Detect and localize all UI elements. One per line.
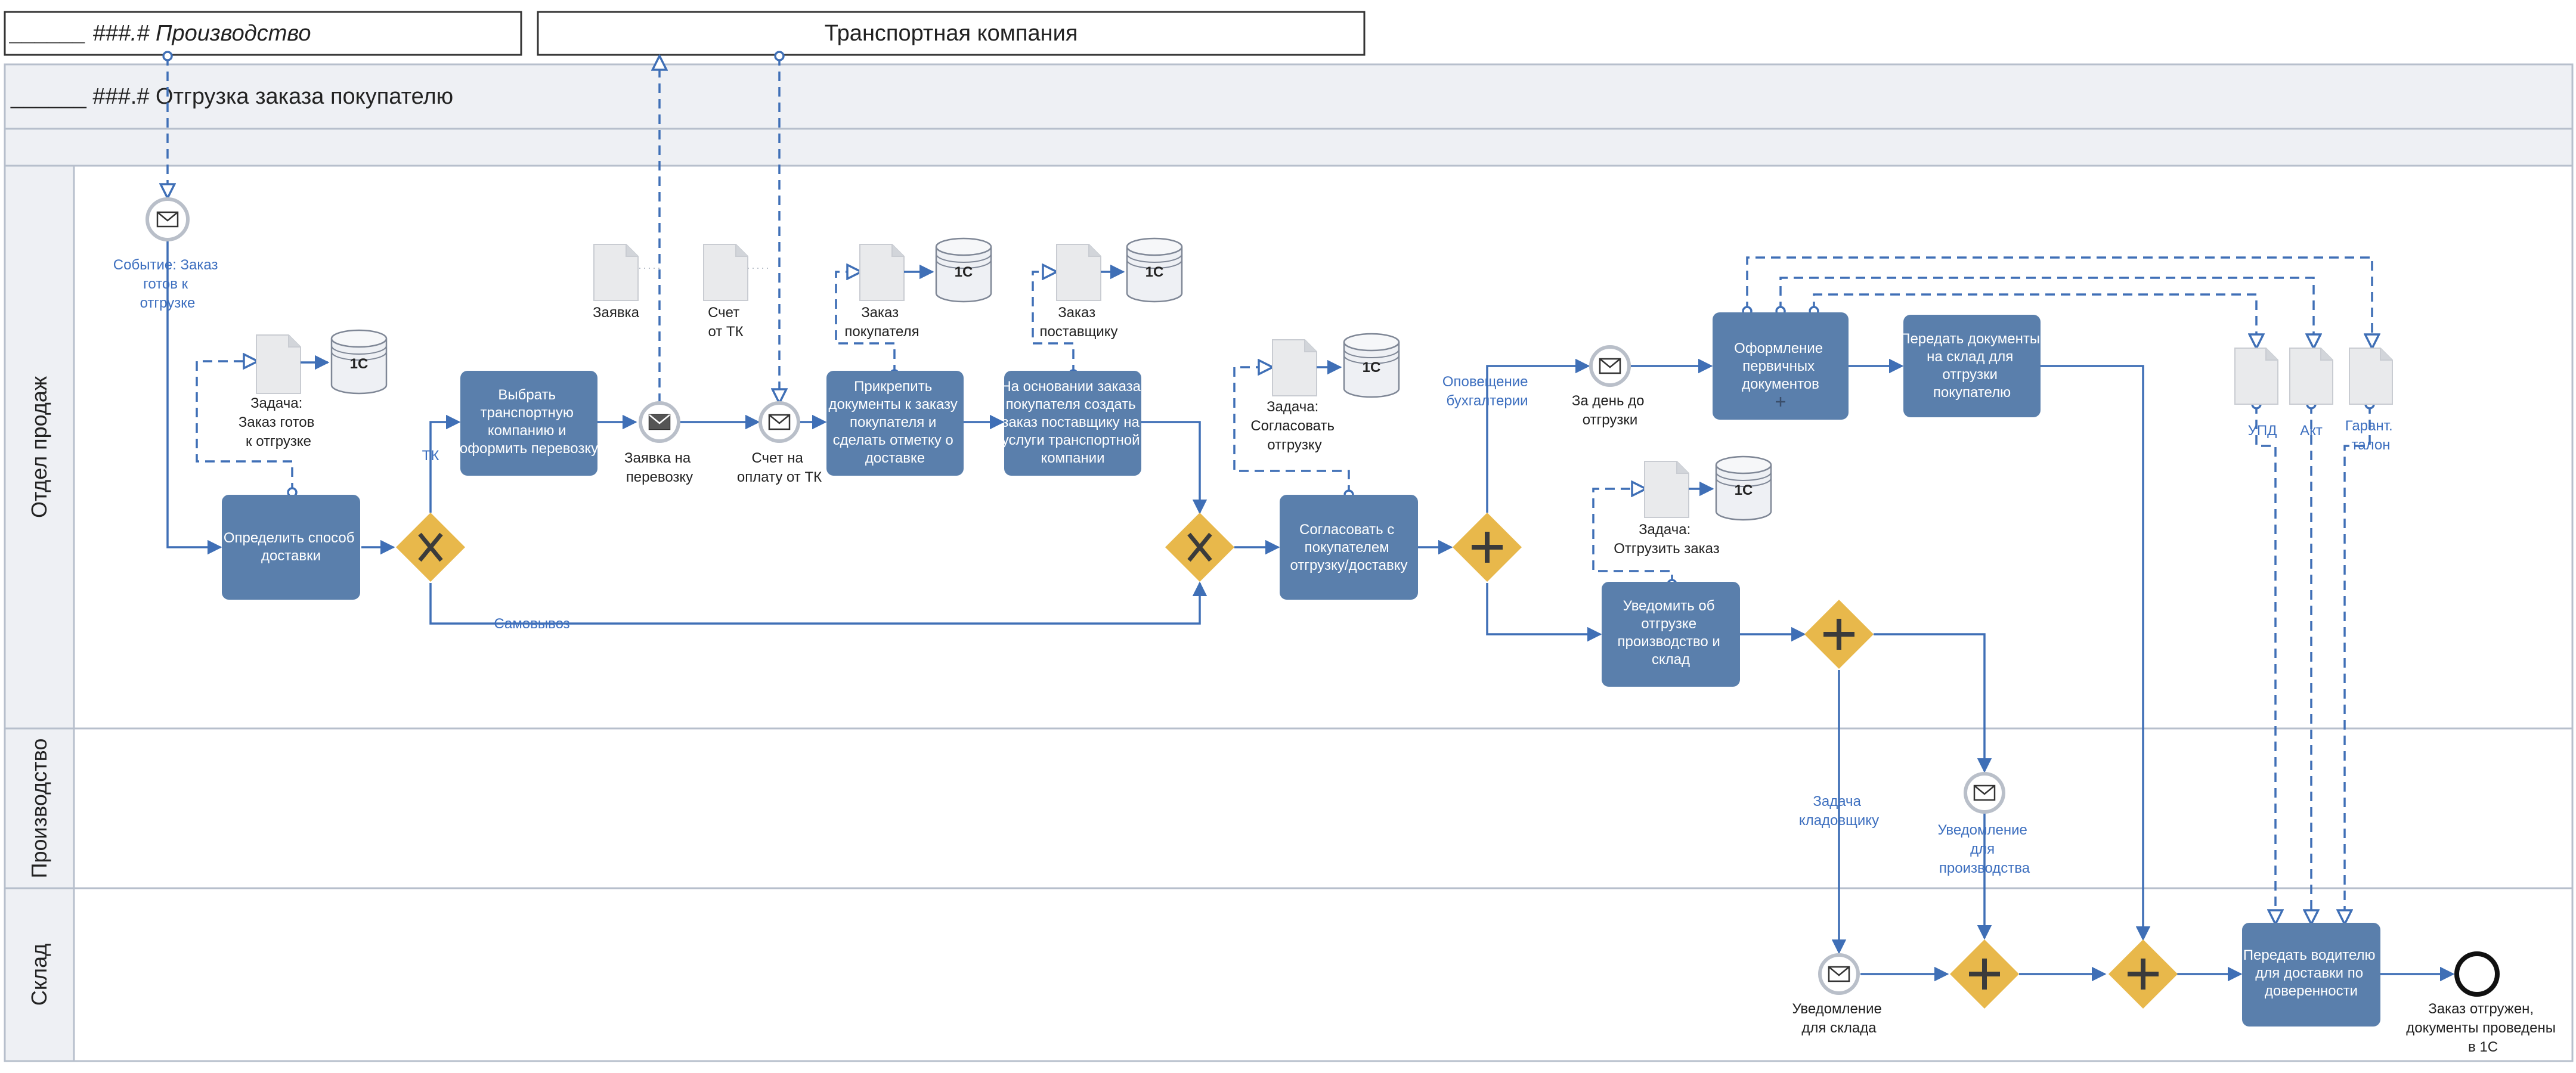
flow-label-pickup: Самовывоз — [494, 616, 569, 632]
database-label: 1С — [1145, 264, 1164, 280]
flow-labels: ТК Самовывоз Оповещение бухгалтерии Зада… — [422, 374, 1879, 829]
task-agree-shipment[interactable]: Согласовать с покупателем отгрузку/доста… — [1280, 495, 1418, 600]
document-customer-order: Заказ покупателя — [844, 244, 919, 340]
document-act: Акт — [2289, 348, 2333, 439]
database-label: 1С — [1735, 482, 1753, 498]
gateway-exclusive-merge[interactable] — [1165, 513, 1234, 582]
document-label: Заявка — [593, 305, 640, 321]
event-label: Заказ отгружен, документы проведены в 1С — [2406, 1001, 2559, 1055]
event-label: Уведомление для склада — [1792, 1001, 1885, 1036]
task-label: Оформление первичных документов — [1734, 340, 1827, 392]
x-icon — [1187, 532, 1212, 562]
database-1c-b: 1С — [935, 237, 992, 303]
pool-title-main: ______ ###.# Отгрузка заказа покупателю — [10, 84, 453, 109]
event-label: За день до отгрузки — [1572, 393, 1648, 428]
task-label: Передать документы на склад для отгрузки… — [1900, 331, 2044, 401]
task-pass-driver[interactable]: Передать водителю для доставки по довере… — [2242, 923, 2380, 1027]
database-label: 1С — [1363, 359, 1381, 376]
gateway-exclusive-split[interactable] — [396, 513, 465, 582]
pool-title-production: ______ ###.# Производство — [9, 21, 311, 46]
document-label: Задача: Согласовать отгрузку — [1250, 399, 1338, 453]
plus-icon — [1823, 619, 1854, 650]
task-label: Передать водителю для доставки по довере… — [2243, 947, 2379, 999]
document-task-ready: Задача: Заказ готов к отгрузке — [239, 334, 318, 449]
document-label: Задача: Отгрузить заказ — [1614, 522, 1720, 557]
task-choose-tc[interactable]: Выбрать транспортную компанию и оформить… — [460, 371, 598, 476]
database-label: 1С — [350, 356, 369, 372]
task-define-delivery[interactable]: Определить способ доставки — [222, 495, 360, 600]
document-label: Гарант. талон — [2345, 418, 2397, 453]
document-label: Задача: Заказ готов к отгрузке — [239, 395, 318, 449]
subprocess-plus-icon — [1776, 397, 1785, 407]
database-label: 1С — [955, 264, 973, 280]
event-label: Счет на оплату от ТК — [737, 450, 822, 485]
document-supplier-order: Заказ поставщику — [1039, 244, 1118, 340]
gateway-parallel-4[interactable] — [2109, 939, 2178, 1009]
x-icon — [418, 532, 443, 562]
event-invoice-tc[interactable]: Счет на оплату от ТК — [737, 401, 822, 485]
event-notify-warehouse[interactable]: Уведомление для склада — [1792, 953, 1885, 1036]
document-request: Заявка — [593, 244, 640, 321]
task-label: Определить способ доставки — [224, 530, 358, 564]
lane-title-sales: Отдел продаж — [27, 376, 51, 518]
gateway-parallel-3[interactable] — [1950, 939, 2019, 1009]
lane-title-production: Производство — [27, 739, 51, 879]
database-1c-a: 1С — [330, 329, 388, 395]
event-day-before[interactable]: За день до отгрузки — [1572, 345, 1648, 428]
document-upd: УПД — [2234, 348, 2278, 439]
task-notify-shipment[interactable]: Уведомить об отгрузке производство и скл… — [1602, 582, 1740, 687]
task-primary-docs[interactable]: Оформление первичных документов — [1713, 312, 1849, 420]
database-1c-c: 1С — [1126, 237, 1183, 303]
task-label: Уведомить об отгрузке производство и скл… — [1618, 598, 1724, 668]
gateway-parallel-2[interactable] — [1804, 600, 1874, 669]
event-label: Событие: Заказ готов к отгрузке — [113, 257, 222, 311]
event-label: Уведомление для производства — [1937, 822, 2031, 876]
document-task-ship: Задача: Отгрузить заказ — [1614, 461, 1720, 557]
task-label: Выбрать транспортную компанию и оформить… — [460, 387, 598, 457]
envelope-icon — [768, 414, 791, 430]
flow-label-tc: ТК — [422, 448, 439, 464]
task-attach-docs[interactable]: Прикрепить документы к заказу покупателя… — [826, 371, 964, 476]
flow-label-accounting: Оповещение бухгалтерии — [1442, 374, 1532, 409]
plus-icon — [1969, 959, 2000, 990]
task-label: На основании заказа покупателя создать з… — [1001, 379, 1144, 466]
flow-label-storekeeper: Задача кладовщику — [1799, 793, 1879, 829]
database-1c-d: 1С — [1343, 333, 1400, 398]
gateway-parallel-1[interactable] — [1453, 513, 1522, 582]
event-end[interactable]: Заказ отгружен, документы проведены в 1С — [2406, 951, 2559, 1055]
lane-title-warehouse: Склад — [27, 944, 51, 1006]
plus-icon — [1472, 532, 1503, 563]
plus-icon — [2128, 959, 2159, 990]
document-label: Заказ покупателя — [844, 305, 919, 340]
database-1c-e: 1С — [1715, 455, 1772, 521]
envelope-icon — [156, 211, 179, 228]
doc-db-connectors — [301, 264, 1714, 497]
pool-title-transport: Транспортная компания — [825, 21, 1078, 46]
document-warranty: Гарант. талон — [2345, 348, 2397, 453]
envelope-icon — [1973, 784, 1996, 801]
document-label: Заказ поставщику — [1039, 305, 1117, 340]
pool-header-production: ______ ###.# Производство — [4, 11, 522, 56]
task-supplier-order[interactable]: На основании заказа покупателя создать з… — [1001, 371, 1144, 476]
event-start[interactable]: Событие: Заказ готов к отгрузке — [113, 197, 222, 311]
event-request-tc[interactable]: Заявка на перевозку — [624, 401, 695, 485]
lane-warehouse: Склад — [4, 887, 2574, 1062]
message-flows — [168, 56, 2372, 923]
document-label: Счет от ТК — [708, 305, 744, 340]
task-label: Согласовать с покупателем отгрузку/доста… — [1290, 522, 1407, 573]
task-label: Прикрепить документы к заказу покупателя… — [829, 379, 962, 466]
document-invoice: Счет от ТК — [703, 244, 748, 340]
pool-header-transport: Транспортная компания — [537, 11, 1366, 56]
task-pass-docs-warehouse[interactable]: Передать документы на склад для отгрузки… — [1900, 315, 2044, 417]
event-label: Заявка на перевозку — [624, 450, 695, 485]
event-notify-production[interactable]: Уведомление для производства — [1937, 772, 2031, 876]
document-label: УПД — [2248, 423, 2277, 439]
envelope-icon — [1599, 358, 1621, 374]
envelope-icon — [1828, 966, 1850, 982]
document-label: Акт — [2300, 423, 2323, 439]
sequence-flows — [166, 241, 2455, 982]
document-task-agree: Задача: Согласовать отгрузку — [1250, 339, 1338, 453]
